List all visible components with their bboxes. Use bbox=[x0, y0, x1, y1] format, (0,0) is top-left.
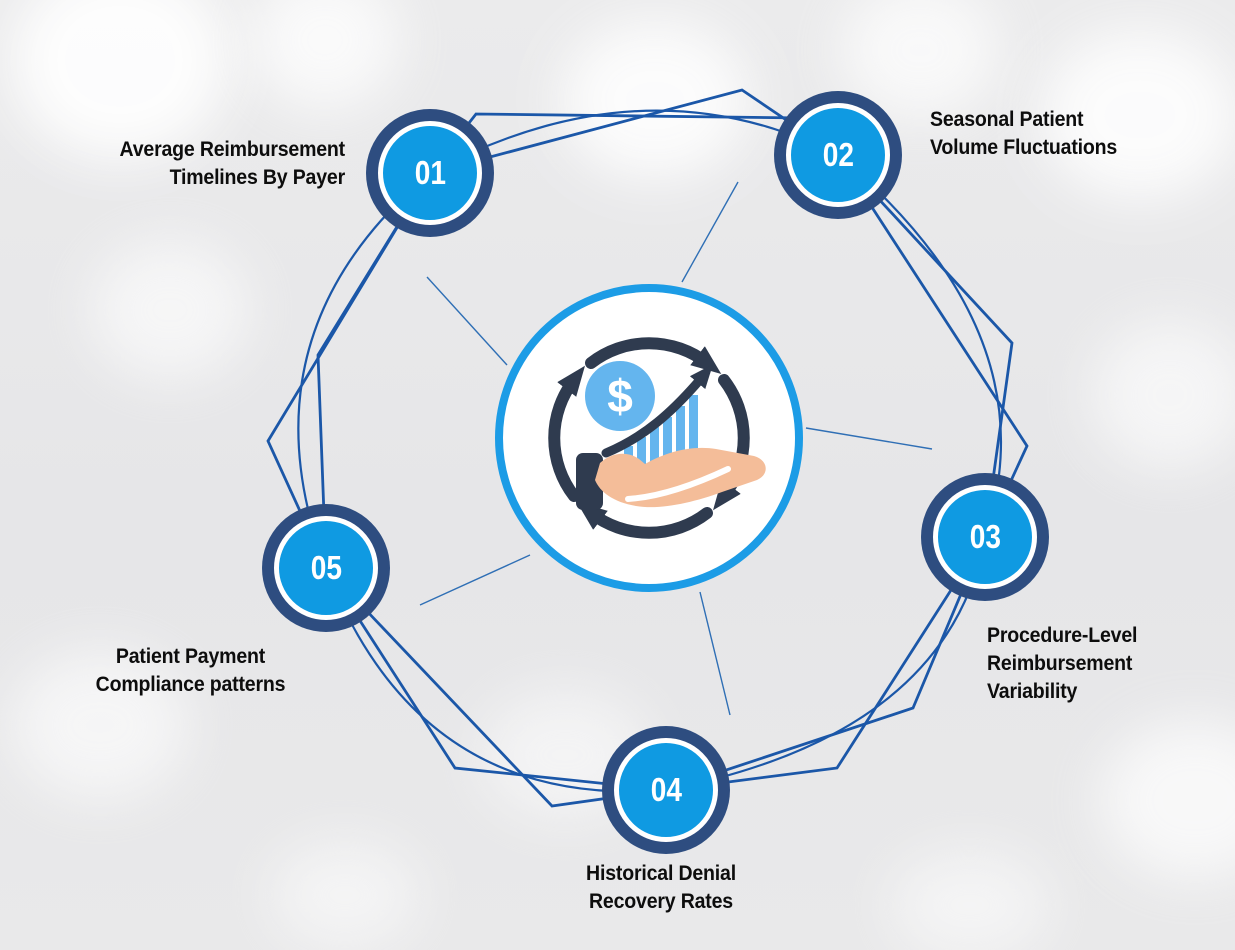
background-bokeh bbox=[250, 0, 400, 110]
money-growth-cycle-icon: $ bbox=[495, 284, 803, 592]
growth-arrow-icon bbox=[601, 364, 714, 458]
node-badge-02: 02 bbox=[774, 91, 902, 219]
node-number-05: 05 bbox=[310, 549, 342, 586]
node-circle-05: 05 bbox=[274, 516, 378, 620]
hand-finger-line bbox=[625, 466, 731, 502]
node-label-04: Historical Denial Recovery Rates bbox=[522, 860, 801, 916]
node-number-01: 01 bbox=[414, 154, 446, 191]
node-circle-01: 01 bbox=[378, 121, 482, 225]
background-bokeh bbox=[270, 840, 420, 950]
label-line: Average Reimbursement bbox=[119, 138, 346, 161]
node-number-04: 04 bbox=[650, 771, 682, 808]
cycle-arrow-bottom-icon bbox=[576, 502, 713, 539]
node-badge-03: 03 bbox=[921, 473, 1049, 601]
callout-line-04 bbox=[699, 591, 731, 716]
dollar-coin-icon bbox=[585, 361, 655, 431]
label-line: Patient Payment bbox=[115, 645, 266, 668]
label-line: Compliance patterns bbox=[95, 672, 286, 696]
node-circle-02: 02 bbox=[786, 103, 890, 207]
node-circle-03: 03 bbox=[933, 485, 1037, 589]
callout-line-01 bbox=[426, 276, 508, 366]
background-bokeh bbox=[560, 20, 750, 180]
background-bokeh bbox=[1090, 320, 1235, 470]
node-number-02: 02 bbox=[822, 136, 854, 173]
background-bokeh bbox=[10, 650, 190, 800]
callout-line-03 bbox=[805, 427, 933, 450]
background-bokeh bbox=[10, 0, 230, 160]
hand-icon bbox=[595, 447, 766, 508]
hand-cuff-icon bbox=[576, 453, 603, 510]
label-line: Procedure-Level bbox=[987, 624, 1138, 647]
center-circle: $ bbox=[494, 283, 804, 593]
label-line: Seasonal Patient bbox=[930, 108, 1084, 131]
label-line: Variability bbox=[987, 679, 1078, 703]
cycle-arrow-left-icon bbox=[548, 365, 585, 502]
background-bokeh bbox=[90, 240, 250, 380]
label-line: Volume Fluctuations bbox=[930, 135, 1118, 159]
node-label-05: Patient Payment Compliance patterns bbox=[49, 643, 333, 699]
background-bokeh bbox=[890, 850, 1050, 950]
node-circle-04: 04 bbox=[614, 738, 718, 842]
node-label-01: Average Reimbursement Timelines By Payer bbox=[61, 136, 346, 192]
background-bokeh bbox=[1040, 30, 1235, 200]
node-badge-01: 01 bbox=[366, 109, 494, 237]
node-badge-05: 05 bbox=[262, 504, 390, 632]
label-line: Reimbursement bbox=[987, 651, 1133, 675]
center-ring bbox=[495, 284, 803, 592]
label-line: Recovery Rates bbox=[589, 889, 733, 913]
label-line: Historical Denial bbox=[586, 862, 736, 885]
dollar-sign: $ bbox=[607, 370, 633, 422]
label-line: Timelines By Payer bbox=[169, 165, 346, 189]
node-label-02: Seasonal Patient Volume Fluctuations bbox=[930, 106, 1190, 162]
cycle-arrow-top-icon bbox=[585, 337, 722, 374]
callout-line-05 bbox=[419, 554, 531, 606]
node-badge-04: 04 bbox=[602, 726, 730, 854]
callout-line-02 bbox=[681, 181, 739, 283]
node-number-03: 03 bbox=[969, 518, 1001, 555]
node-label-03: Procedure-Level Reimbursement Variabilit… bbox=[987, 622, 1201, 706]
